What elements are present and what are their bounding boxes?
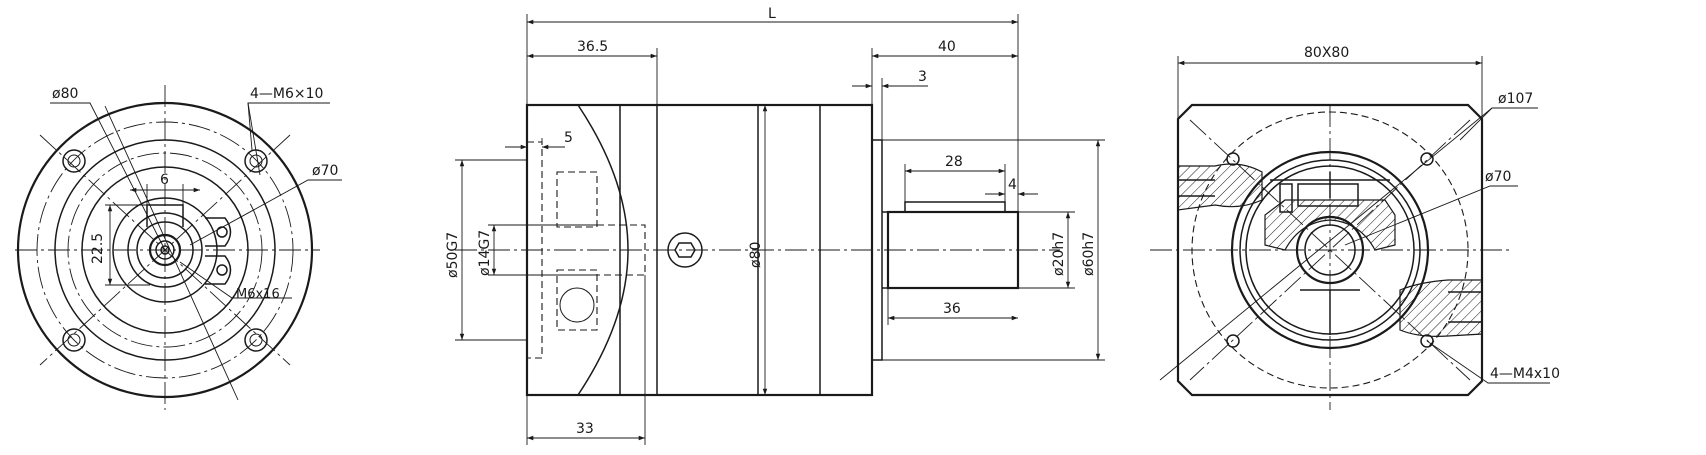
label-dia70-right: ø70 — [1485, 169, 1511, 185]
label-36: 36 — [943, 301, 961, 317]
bolt-hole-bl — [62, 328, 86, 352]
label-dia80-body: ø80 — [748, 242, 764, 268]
bolt-hole-tl — [62, 149, 86, 173]
label-dia14g7: ø14G7 — [477, 230, 493, 276]
label-3: 3 — [918, 69, 927, 85]
label-5: 5 — [564, 130, 573, 146]
label-4: 4 — [1008, 177, 1017, 193]
label-80x80: 80X80 — [1304, 45, 1349, 61]
label-key-width: 6 — [160, 172, 169, 188]
label-dia80: ø80 — [52, 86, 78, 102]
left-end-view: ø80 4—M6×10 ø70 6 22.5 M6x16 — [15, 85, 342, 410]
label-40: 40 — [938, 39, 956, 55]
label-36-5: 36.5 — [577, 39, 608, 55]
label-dia60h7: ø60h7 — [1081, 232, 1097, 276]
label-dia70: ø70 — [312, 163, 338, 179]
label-m6x16: M6x16 — [236, 287, 280, 302]
label-dia107: ø107 — [1498, 91, 1533, 107]
right-section-view: 80X80 ø107 ø70 4—M4x10 — [1150, 45, 1560, 410]
middle-side-view: L 36.5 40 3 5 28 4 ø50G7 ø14G7 ø80 ø20h7… — [445, 6, 1105, 445]
bolt-hole-br — [244, 328, 268, 352]
label-dia50g7: ø50G7 — [445, 232, 461, 278]
label-dia20h7: ø20h7 — [1051, 232, 1067, 276]
label-L: L — [768, 6, 776, 22]
label-33: 33 — [576, 421, 594, 437]
label-holes-right: 4—M4x10 — [1490, 366, 1560, 382]
label-22-5: 22.5 — [90, 233, 106, 264]
label-holes: 4—M6×10 — [250, 86, 323, 102]
label-28: 28 — [945, 154, 963, 170]
